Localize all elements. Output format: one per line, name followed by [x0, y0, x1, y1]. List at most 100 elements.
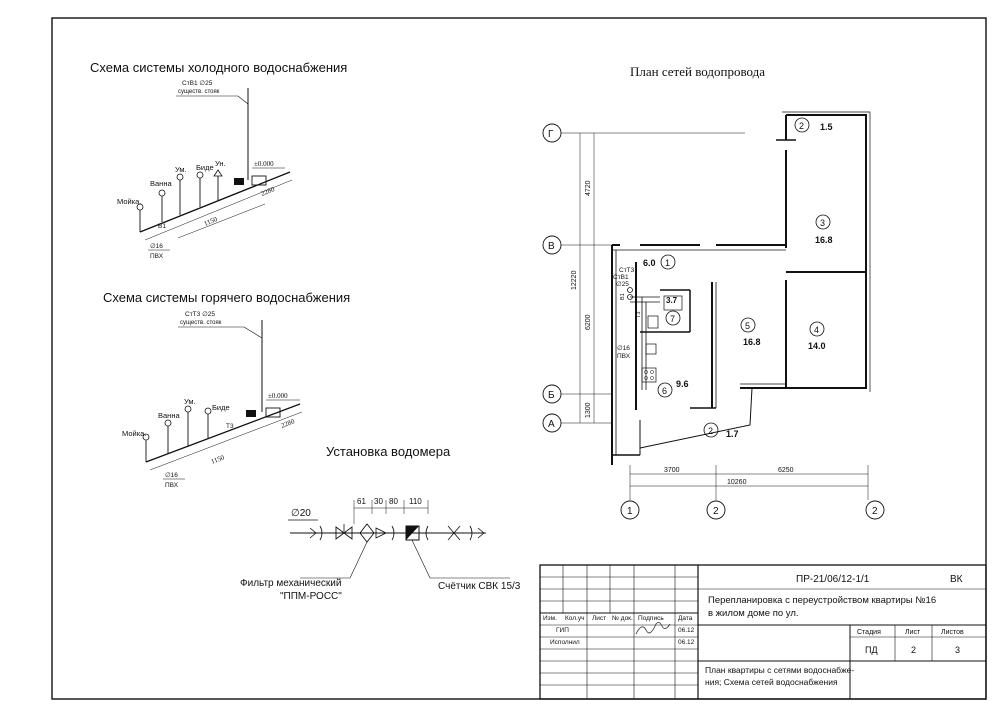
cold-dim-2: 2280: [260, 185, 276, 198]
room-7-number: 7: [670, 314, 675, 324]
stamp-project-line2: в жилом доме по ул.: [708, 608, 799, 619]
cold-riser-label: СтВ1 ∅25: [182, 80, 213, 87]
axis-number-1: 1: [627, 506, 633, 517]
cold-toilet-valve-icon: [213, 169, 223, 177]
hot-fixture-bidet: Биде: [212, 403, 230, 412]
dim-6250: 6250: [778, 467, 794, 474]
room-7-area: 3.7: [666, 296, 678, 305]
hot-level: ±0.000: [268, 392, 288, 400]
axis-letter-G: Г: [548, 129, 554, 140]
room-5-number: 5: [745, 321, 750, 331]
hot-dim-1: 1150: [210, 453, 226, 466]
hot-fixture-bath: Ванна: [158, 411, 180, 420]
title-block: Изм. Кол.уч Лист № док. Подпись Дата ГИП…: [539, 564, 987, 700]
plan-riser-cold-label: СтВ1: [613, 274, 629, 281]
hot-fixture-washbasin: Ум.: [184, 397, 196, 406]
hot-fixture-sink: Мойка.: [122, 429, 146, 438]
filter-label: Фильтр механический: [240, 578, 341, 589]
cold-dim-1: 1150: [203, 215, 219, 228]
plan-axis-letters: Г В Б А: [542, 123, 745, 433]
water-network-plan: План сетей водопровода Г В Б А 4720 1222…: [542, 64, 885, 520]
plan-pipe-material: ПВХ: [617, 353, 631, 360]
stamp-sheet-head: Лист: [905, 629, 921, 636]
room-4-number: 4: [814, 325, 819, 335]
room-1-area: 6.0: [643, 258, 656, 268]
plan-pipe-mark-hot: Т3: [636, 312, 642, 318]
hot-sink-tap-icon: [142, 433, 150, 441]
sheet-frame: [51, 17, 987, 700]
cold-fixture-washbasin: Ум.: [175, 165, 187, 174]
meter-dim-61: 61: [357, 497, 366, 506]
plan-axis-numbers: 1 2 2: [620, 500, 885, 520]
hot-water-scheme: Схема системы горячего водоснабжения СтТ…: [103, 290, 350, 489]
stamp-date-executor: 06.12: [678, 639, 695, 646]
stamp-head-date: Дата: [678, 615, 693, 622]
stamp-role-gip: ГИП: [556, 627, 569, 634]
dim-10260: 10260: [727, 479, 747, 486]
meter-dim-80: 80: [389, 497, 398, 506]
plan-pipes: СтТ3 СтВ1 ∅25 В1 Т3 ∅16 ПВХ: [613, 267, 683, 390]
ball-valve-icon: [335, 526, 353, 540]
cold-scheme-title: Схема системы холодного водоснабжения: [90, 60, 347, 75]
hot-bidet-tap-icon: [204, 407, 212, 415]
stamp-head-sheet: Лист: [592, 615, 606, 622]
hot-filter-icon: [265, 407, 281, 418]
hot-pipe-diameter: ∅16: [165, 472, 178, 479]
plan-washbasin-icon: [647, 315, 659, 329]
room-6-number: 6: [662, 386, 667, 396]
dim-4720: 4720: [585, 180, 592, 196]
cold-fixture-bath: Ванна: [150, 179, 172, 188]
stamp-head-change: Изм.: [543, 615, 557, 622]
hot-washbasin-tap-icon: [184, 405, 192, 413]
cold-pipe-material: ПВХ: [150, 253, 164, 260]
plan-riser-diameter: ∅25: [616, 281, 629, 288]
plan-pipe-mark-cold: В1: [620, 293, 626, 300]
flow-arrow-icon: [309, 527, 317, 539]
stamp-code: ПР-21/06/12-1/1: [796, 574, 870, 585]
stamp-desc-line2: ния; Схема сетей водоснабжения: [705, 677, 838, 687]
room-3-number: 3: [820, 218, 825, 228]
room-3-area: 16.8: [815, 235, 833, 245]
signature-mark: [635, 622, 671, 635]
cold-pipe-diameter: ∅16: [150, 243, 163, 250]
room-5-area: 16.8: [743, 337, 761, 347]
room-2-top-number: 2: [799, 121, 804, 131]
room-4-area: 14.0: [808, 341, 826, 351]
stamp-stage-head: Стадия: [857, 629, 881, 636]
stamp-sheets: 3: [955, 645, 960, 655]
cold-water-scheme: Схема системы холодного водоснабжения Ст…: [90, 60, 347, 260]
axis-number-2b: 2: [872, 506, 878, 517]
hot-main-pipe: [145, 403, 301, 463]
plan-pipe-diameter: ∅16: [617, 345, 630, 352]
plan-riser-hot-icon: [627, 287, 633, 293]
stamp-date-gip: 06.12: [678, 627, 695, 634]
room-2-bottom-number: 2: [708, 426, 713, 436]
plan-sink-icon: [645, 343, 657, 355]
dim-3700: 3700: [664, 467, 680, 474]
meter-label: Счётчик СВК 15/3: [438, 581, 521, 592]
cold-fixture-bidet: Биде: [196, 163, 214, 172]
plan-vertical-dims: 4720 12220 6200 1300: [571, 133, 595, 423]
meter-dim-110: 110: [409, 497, 422, 506]
hot-riser-note: существ. стояк: [180, 320, 222, 326]
room-1-number: 1: [665, 258, 670, 268]
room-2-bottom-area: 1.7: [726, 429, 739, 439]
axis-letter-B: Б: [548, 390, 555, 401]
hot-scheme-title: Схема системы горячего водоснабжения: [103, 290, 350, 305]
hot-bath-tap-icon: [164, 419, 172, 427]
cold-riser-note: существ. стояк: [178, 89, 220, 95]
check-valve-icon: [447, 525, 461, 541]
cold-level: ±0.000: [254, 160, 274, 168]
room-6-area: 9.6: [676, 379, 689, 389]
plan-walls: [611, 111, 871, 465]
hot-pipe-material: ПВХ: [165, 482, 179, 489]
meter-dim-30: 30: [374, 497, 383, 506]
cold-fixture-toilet: Ун.: [215, 159, 226, 168]
meter-diameter: ∅20: [291, 508, 311, 519]
cold-bidet-tap-icon: [196, 171, 204, 179]
plan-rooms: 2 1.5 3 16.8 4 14.0 5 16.8 1 6.0 6 9.6 7…: [643, 117, 833, 439]
hot-riser-label: СтТ3 ∅25: [185, 311, 215, 318]
cold-pipe-mark: В1: [158, 223, 166, 230]
cold-bath-tap-icon: [158, 189, 166, 197]
